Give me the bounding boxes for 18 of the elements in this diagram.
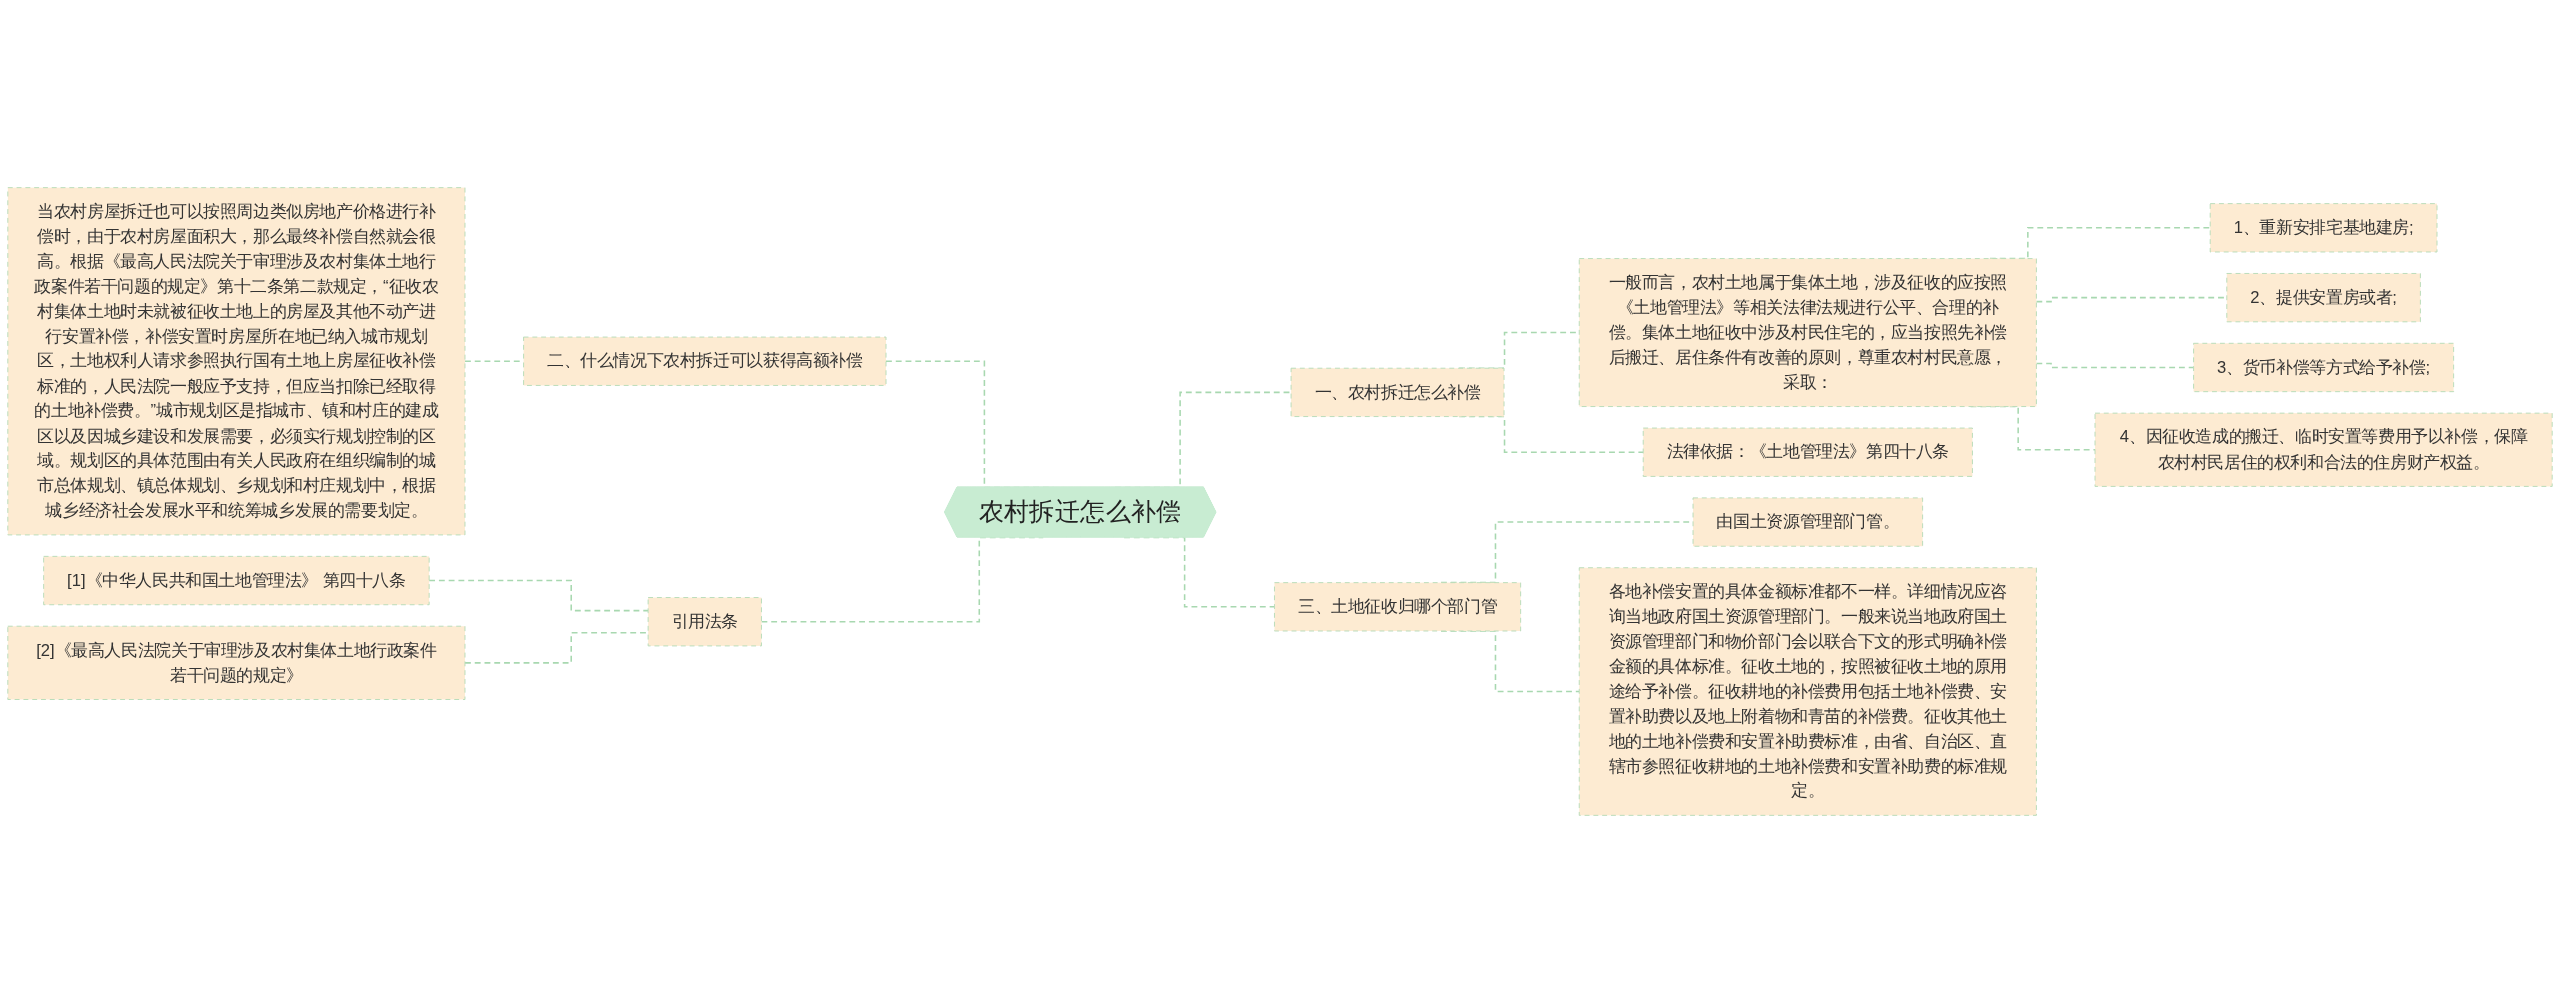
connector — [464, 632, 649, 664]
node-box: 由国土资源管理部门管。 — [1692, 497, 1924, 547]
node-box: 3、货币补偿等方式给予补偿; — [2193, 342, 2455, 393]
node-box: 二、什么情况下农村拆迁可以获得高额补偿 — [523, 336, 887, 386]
connector — [428, 579, 649, 612]
node-box: 各地补偿安置的具体金额标准都不一样。详细情况应咨询当地政府国土资源管理部门。一般来说当地政府国土资源管理部门和物价部门会以联合下文的形式明确补偿金额的具体标准。征收土地的，按照被征收土地的原用途给予补偿。征收耕地的补偿费用包括土地补偿费、安置补助费以及地上附着物和青苗的补偿费。征收其他土地的土地补偿费和安置补助费标准，由省、自治区、直辖市参照征收耕地的土地补偿费和安置补助费的标准规定。 — [1578, 567, 2037, 816]
node-box: 一般而言，农村土地属于集体土地，涉及征收的应按照《土地管理法》等相关法律法规进行公平、合理的补偿。集体土地征收中涉及村民住宅的，应当按照先补偿后搬迁、居住条件有改善的原则，尊重农村村民意愿，采取： — [1578, 258, 2037, 408]
connector — [2035, 362, 2195, 369]
node-box: [1]《中华人民共和国土地管理法》 第四十八条 — [43, 555, 430, 606]
node-box: 引用法条 — [647, 597, 762, 647]
node-box: 1、重新安排宅基地建房; — [2209, 203, 2438, 253]
node-box: 当农村房屋拆迁也可以按照周边类似房地产价格进行补偿时，由于农村房屋面积大，那么最终补偿自然就会很高。根据《最高人民法院关于审理涉及农村集体土地行政案件若干问题的规定》第十二条第二款规定，“征收农村集体土地时未就被征收土地上的房屋及其他不动产进行安置补偿，补偿安置时房屋所在地已纳入城市规划区，土地权利人请求参照执行国有土地上房屋征收补偿标准的，人民法院一般应予支持，但应当扣除已经取得的土地补偿费。”城市规划区是指城市、镇和村庄的建成区以及因城乡建设和发展需要，必须实行规划控制的区域。规划区的具体范围由有关人民政府在组织编制的城市总体规划、镇总体规划、乡规划和村庄规划中，根据城乡经济社会发展水平和统筹城乡发展的需要划定。 — [7, 187, 466, 536]
node-box: 三、土地征收归哪个部门管 — [1273, 582, 1522, 632]
node-box: 一、农村拆迁怎么补偿 — [1290, 367, 1505, 418]
node-box: 2、提供安置房或者; — [2226, 273, 2421, 323]
node-box: [2]《最高人民法院关于审理涉及农村集体土地行政案件若干问题的规定》 — [7, 625, 466, 700]
node-box: 4、因征收造成的搬迁、临时安置等费用予以补偿，保障农村村民居住的权利和合法的住房财产权益。 — [2094, 412, 2553, 487]
node-box: 法律依据：《土地管理法》第四十八条 — [1642, 427, 1973, 477]
